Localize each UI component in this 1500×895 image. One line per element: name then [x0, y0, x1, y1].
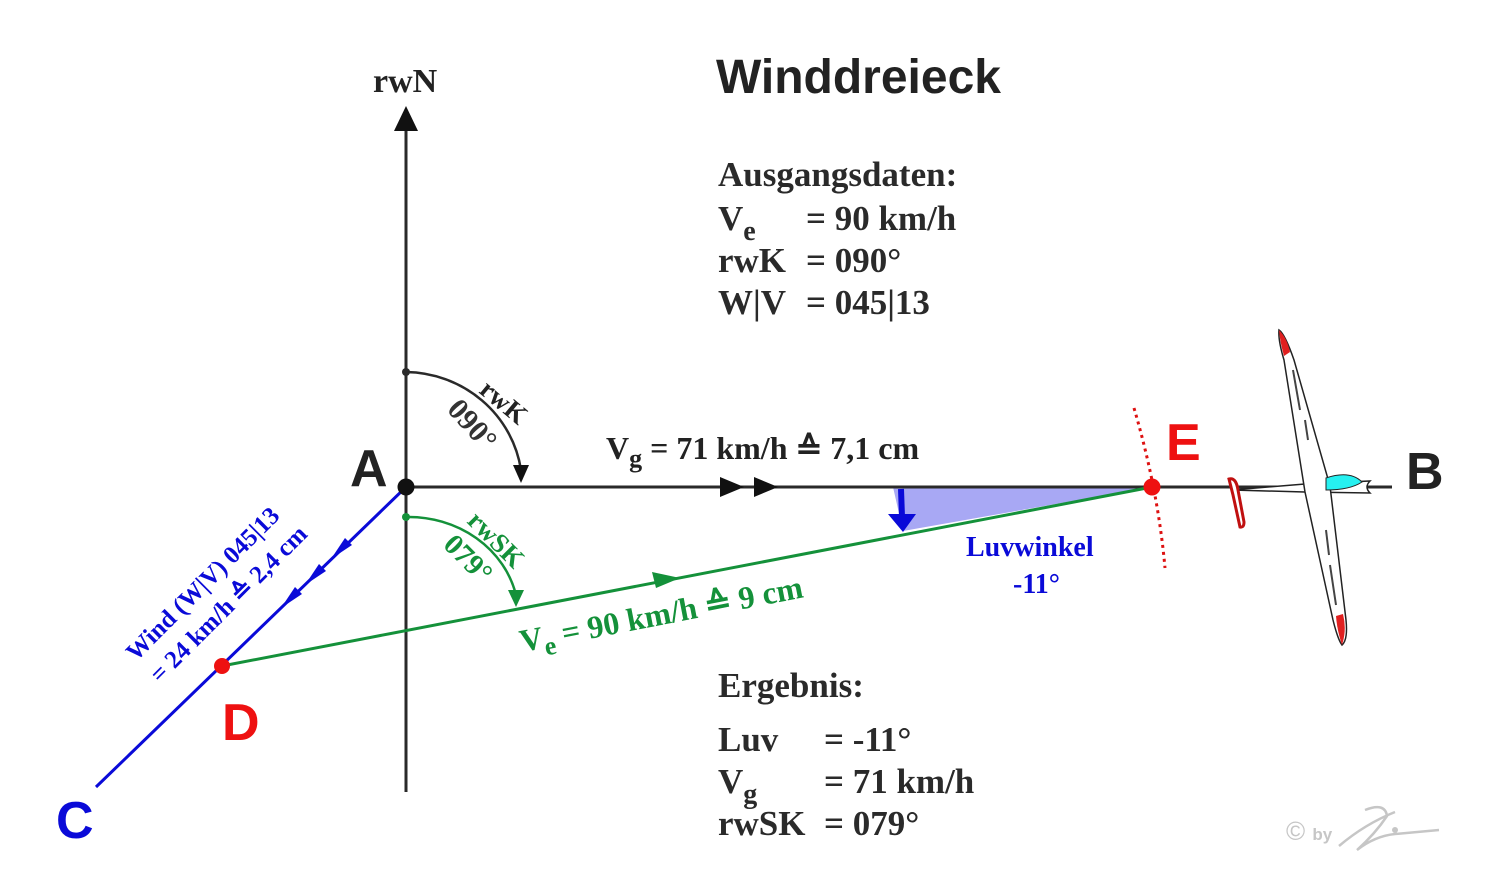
luv-angle-label: Luvwinkel — [966, 532, 1094, 563]
rwsk-arc-arrow-icon — [508, 590, 524, 607]
rwsk-arc — [405, 515, 518, 596]
point-a-dot — [397, 478, 415, 496]
wind-arrow-icon-1 — [331, 538, 352, 559]
input-row-wv: W|V = 045|13 — [718, 283, 930, 322]
airspeed-line — [221, 485, 1153, 668]
input-row-ve: Ve = 90 km/h — [718, 199, 957, 247]
copyright-by: by — [1312, 824, 1333, 844]
input-data-heading: Ausgangsdaten: — [718, 155, 958, 194]
result-row-luv: Luv = -11° — [718, 720, 912, 759]
result-row-vg: Vg = 71 km/h — [718, 762, 975, 810]
point-b-label: B — [1406, 443, 1444, 501]
wind-arrow-icon-3 — [281, 587, 302, 608]
wind-arrow-icon-2 — [305, 564, 326, 585]
glider-icon — [1227, 328, 1372, 647]
groundspeed-label: Vg = 71 km/h ≙ 7,1 cm — [606, 430, 920, 473]
input-data-block: Ausgangsdaten: Ve = 90 km/h rwK = 090° W… — [718, 154, 957, 324]
rwk-arc-arrow-icon — [513, 465, 529, 483]
copyright-icon: © — [1286, 815, 1306, 846]
result-block: Ergebnis: Luv = -11° Vg = 71 km/h rwSK =… — [718, 665, 974, 845]
groundspeed-arrow-icon-1 — [720, 477, 744, 497]
point-d-dot — [214, 658, 230, 674]
wind-line — [94, 485, 408, 789]
groundspeed-arrow-icon-2 — [754, 477, 778, 497]
input-row-rwk: rwK = 090° — [718, 241, 902, 280]
result-row-rwsk: rwSK = 079° — [718, 804, 920, 843]
point-a-label: A — [350, 440, 388, 498]
result-heading: Ergebnis: — [718, 666, 864, 705]
copyright-notice: © by — [1286, 805, 1449, 858]
point-e-label: E — [1166, 414, 1201, 472]
north-axis-label: rwN — [373, 63, 438, 100]
luv-angle-value: -11° — [1013, 569, 1060, 600]
signature-icon — [1338, 805, 1440, 851]
point-c-label: C — [56, 792, 94, 850]
diagram-title: Winddreieck — [716, 51, 1001, 104]
point-d-label: D — [222, 694, 260, 752]
airspeed-arrow-icon — [652, 572, 680, 588]
north-arrow-icon — [394, 106, 418, 131]
rwk-arc — [405, 370, 523, 471]
point-e-dot — [1143, 478, 1161, 496]
luv-arrow-shaft — [898, 488, 905, 518]
luv-arrow-icon — [888, 514, 916, 532]
